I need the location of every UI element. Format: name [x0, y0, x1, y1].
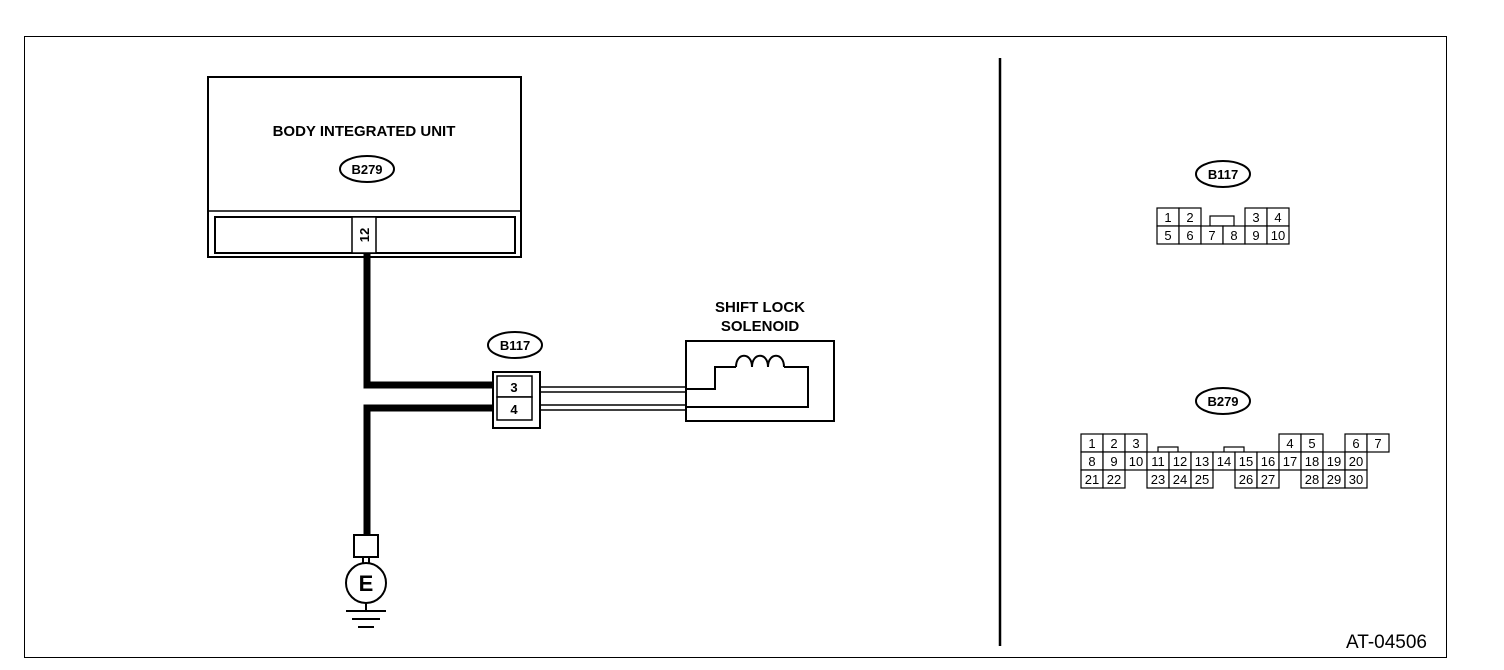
- ground-label: E: [359, 571, 374, 596]
- b117-pin-3: 3: [510, 380, 517, 395]
- b279-connector-label: B279: [351, 162, 382, 177]
- b279-view-pin-26: 26: [1239, 472, 1253, 487]
- b117-view-pin-7: 7: [1208, 228, 1215, 243]
- b279-view-pin-28: 28: [1305, 472, 1319, 487]
- b279-view-pin-cell: [1102, 469, 1126, 489]
- body-unit-pin-12: 12: [357, 228, 372, 242]
- diagram-frame: [24, 36, 1447, 658]
- b117-view-pin-5: 5: [1164, 228, 1171, 243]
- b117-pin-4: 4: [510, 402, 518, 417]
- b279-view-pin-cell: [1256, 469, 1280, 489]
- thick-wires: [363, 253, 497, 537]
- b117-view-label: B117: [1208, 167, 1238, 182]
- b279-view-pin-20: 20: [1349, 454, 1363, 469]
- b279-view-pin-9: 9: [1110, 454, 1117, 469]
- b279-view-pin-29: 29: [1327, 472, 1341, 487]
- b117-view-pin-10: 10: [1271, 228, 1285, 243]
- b279-view-pin-5: 5: [1308, 436, 1315, 451]
- b279-view-label: B279: [1207, 394, 1238, 409]
- b279-connector-badge: [339, 155, 395, 183]
- b279-view-pin-7: 7: [1374, 436, 1381, 451]
- ground-symbol: E: [345, 534, 387, 628]
- b117-view-pin-2: 2: [1186, 210, 1193, 225]
- b117-view-pin-3: 3: [1252, 210, 1259, 225]
- b279-view-pin-14: 14: [1217, 454, 1231, 469]
- b279-view-pin-10: 10: [1129, 454, 1143, 469]
- b279-view-pin-21: 21: [1085, 472, 1099, 487]
- b279-view-pin-22: 22: [1107, 472, 1121, 487]
- b117-view-pin-1: 1: [1164, 210, 1171, 225]
- b279-view-badge: [1195, 387, 1251, 415]
- wire-b117-4-to-ground: [363, 404, 497, 537]
- shift-lock-solenoid: SHIFT LOCK SOLENOID: [685, 299, 835, 422]
- body-unit-pin-cell: [351, 216, 377, 254]
- solenoid-wires: [540, 386, 686, 411]
- b117-view-badge: [1195, 160, 1251, 188]
- solenoid-title-line1: SHIFT LOCK: [715, 299, 805, 316]
- b117-view-pin-cell: [1266, 225, 1290, 245]
- b279-view-pin-30: 30: [1349, 472, 1363, 487]
- body-integrated-unit: BODY INTEGRATED UNIT B279 12: [207, 76, 522, 258]
- b117-view-latch: [1209, 215, 1235, 227]
- b279-view-pin-25: 25: [1195, 472, 1209, 487]
- b279-view-pin-15: 15: [1239, 454, 1253, 469]
- b279-view-pin-cell: [1190, 469, 1214, 489]
- coil-icon: [735, 354, 785, 368]
- b279-view-pin-cell: [1344, 469, 1368, 489]
- b279-view-pin-17: 17: [1283, 454, 1297, 469]
- b279-view-pin-27: 27: [1261, 472, 1275, 487]
- b279-view-pin-3: 3: [1132, 436, 1139, 451]
- solenoid-box: [685, 340, 835, 422]
- b279-view-pin-23: 23: [1151, 472, 1165, 487]
- b117-view-pin-6: 6: [1186, 228, 1193, 243]
- solenoid-title-line2: SOLENOID: [721, 318, 800, 335]
- b279-view-pin-12: 12: [1173, 454, 1187, 469]
- b117-harness-connector: B117 3 4: [487, 331, 543, 429]
- b279-view-pin-24: 24: [1173, 472, 1187, 487]
- body-unit-title: BODY INTEGRATED UNIT: [273, 123, 456, 140]
- b117-view-pin-9: 9: [1252, 228, 1259, 243]
- b117-view-pin-4: 4: [1274, 210, 1281, 225]
- b279-view-pin-19: 19: [1327, 454, 1341, 469]
- b117-connector-label: B117: [500, 338, 530, 353]
- b279-view-pin-6: 6: [1352, 436, 1359, 451]
- b117-connector-badge: [487, 331, 543, 359]
- b279-view-pin-2: 2: [1110, 436, 1117, 451]
- b279-view-pin-11: 11: [1151, 454, 1165, 469]
- b279-view-pin-18: 18: [1305, 454, 1319, 469]
- b279-view-pin-cell: [1366, 433, 1390, 453]
- b279-view-pin-13: 13: [1195, 454, 1209, 469]
- b279-view-pin-16: 16: [1261, 454, 1275, 469]
- wire-pin12-to-b117-3: [363, 253, 497, 389]
- figure-id: AT-04506: [1346, 632, 1427, 653]
- b279-view-pin-1: 1: [1088, 436, 1095, 451]
- ground-terminal: [353, 534, 379, 558]
- b279-view-pin-4: 4: [1286, 436, 1293, 451]
- b279-view-pin-8: 8: [1088, 454, 1095, 469]
- b117-view-pin-8: 8: [1230, 228, 1237, 243]
